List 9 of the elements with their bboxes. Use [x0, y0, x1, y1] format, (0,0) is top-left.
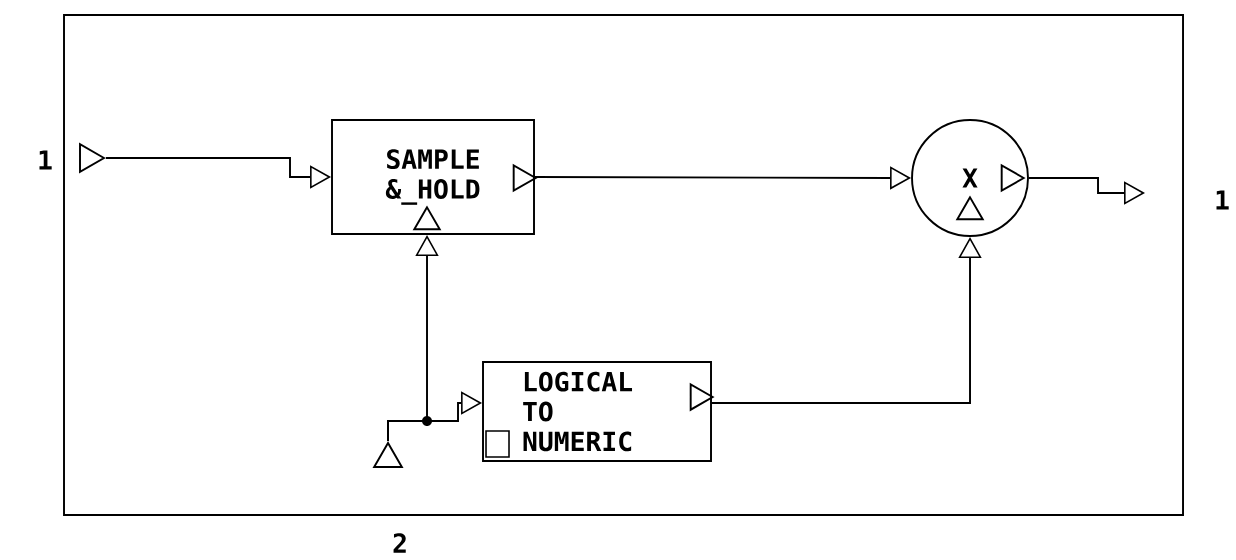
- block-box: LOGICAL TO NUMERIC: [482, 361, 712, 462]
- block-box: SAMPLE &_HOLD: [331, 119, 535, 235]
- arrow: [387, 391, 482, 443]
- arrow: [711, 237, 982, 404]
- port-number: 2: [393, 533, 406, 553]
- arrow: [1028, 177, 1145, 205]
- port-number: 1: [1216, 190, 1229, 210]
- frame-box: [63, 14, 1184, 516]
- port-number: 1: [39, 150, 52, 170]
